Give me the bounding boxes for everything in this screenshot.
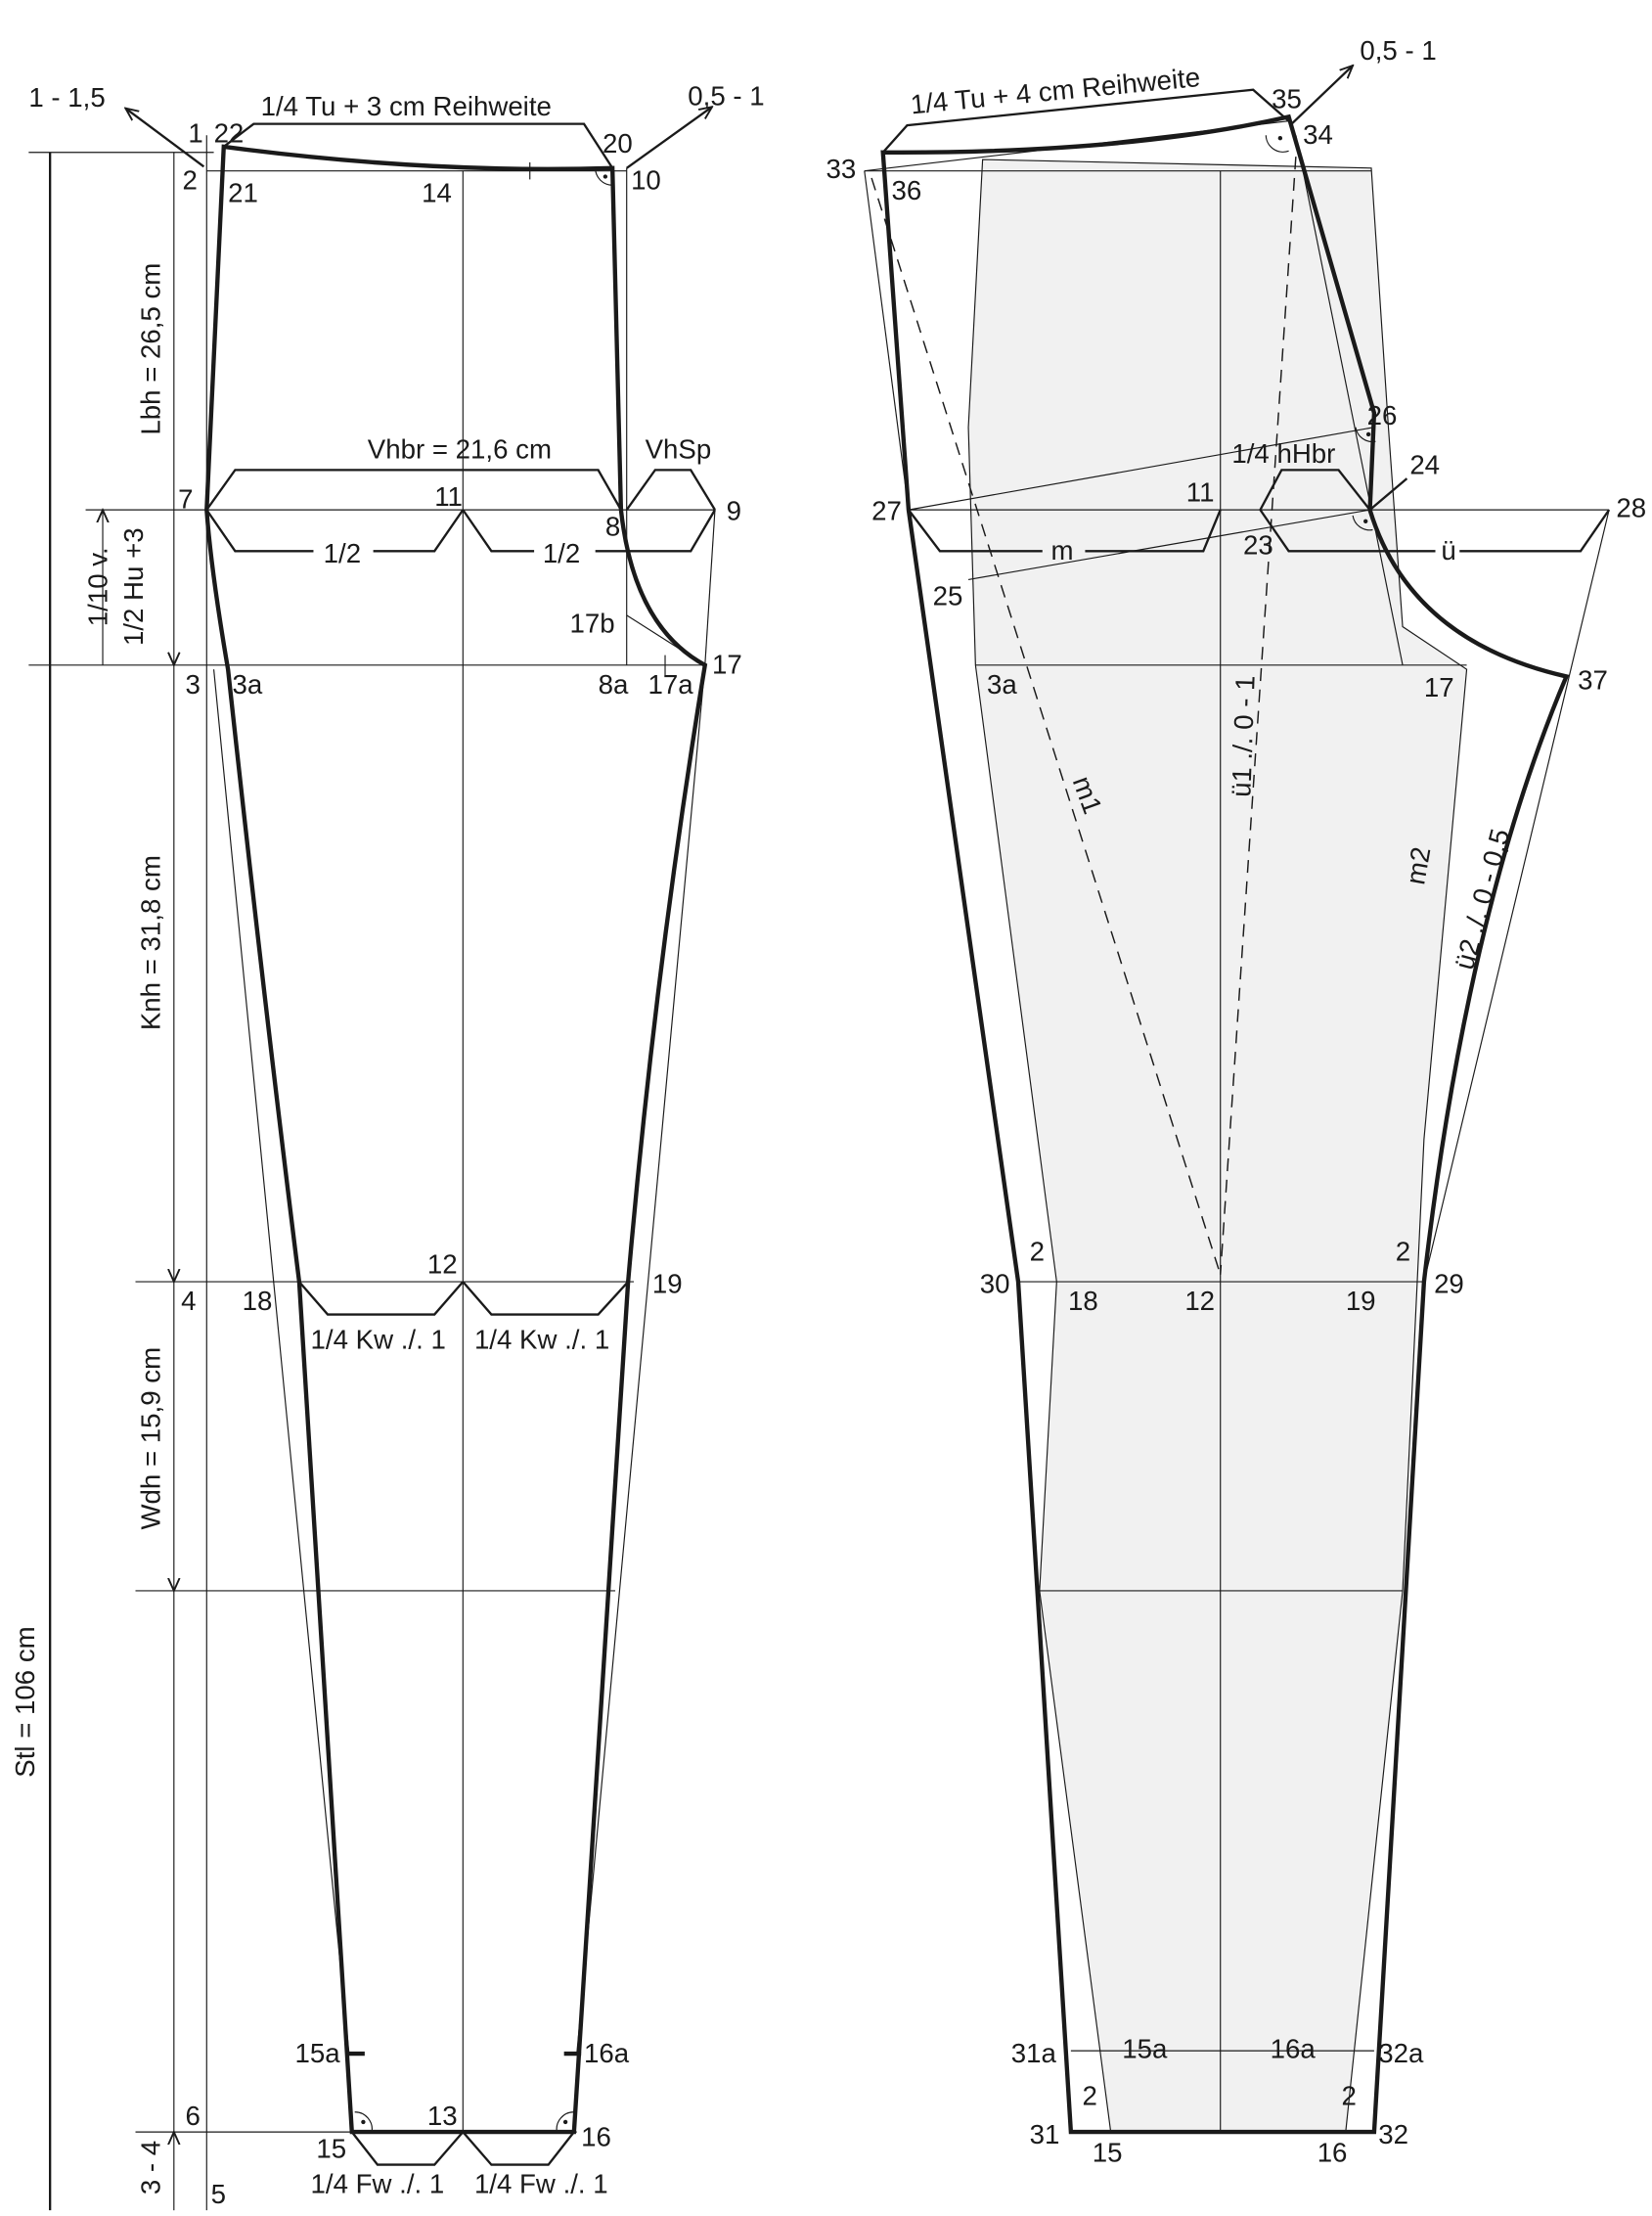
m2-label: m2 bbox=[1400, 844, 1436, 886]
point-29: 29 bbox=[1434, 1269, 1464, 1299]
lbh-label: Lbh = 26,5 cm bbox=[135, 263, 165, 435]
label-2: 2 bbox=[1083, 2080, 1097, 2110]
point-24: 24 bbox=[1409, 450, 1440, 480]
point-17: 17 bbox=[712, 650, 742, 680]
front-outline bbox=[204, 144, 708, 2135]
point-32a: 32a bbox=[1378, 2038, 1424, 2068]
point-36: 36 bbox=[891, 175, 921, 205]
front-piece-underlay bbox=[967, 158, 1468, 2133]
point-33: 33 bbox=[826, 154, 857, 184]
u1-label: ü1 ./. 0 - 1 bbox=[1226, 675, 1260, 797]
point-5: 5 bbox=[211, 2179, 226, 2209]
back-dimension-brackets bbox=[881, 66, 1611, 553]
point-31: 31 bbox=[1030, 2119, 1060, 2149]
point-17a: 17a bbox=[648, 669, 694, 700]
knh-label: Knh = 31,8 cm bbox=[135, 855, 165, 1030]
point-15: 15 bbox=[1093, 2138, 1123, 2168]
point-16: 16 bbox=[581, 2122, 611, 2152]
u2-label: ü2 ./. 0 - 0,5 bbox=[1449, 826, 1515, 973]
label-0-5-1: 0,5 - 1 bbox=[688, 81, 764, 112]
vhsp-label: VhSp bbox=[646, 434, 712, 465]
point-28: 28 bbox=[1616, 492, 1646, 522]
label-2: 2 bbox=[1030, 1236, 1045, 1266]
knee-width-label: 1/4 Kw ./. 1 bbox=[311, 1325, 446, 1355]
front-piece: 1 - 1,5 1 22 1/4 Tu + 3 cm Reihweite 20 … bbox=[10, 81, 765, 2211]
hem-width-label: 1/4 Fw ./. 1 bbox=[474, 2169, 608, 2199]
point-18: 18 bbox=[243, 1286, 273, 1316]
point-12: 12 bbox=[1184, 1286, 1215, 1316]
point-19: 19 bbox=[1346, 1286, 1376, 1316]
point-20: 20 bbox=[603, 128, 633, 158]
label-0-5-1: 0,5 - 1 bbox=[1360, 35, 1436, 66]
point-8: 8 bbox=[605, 511, 620, 541]
point-27: 27 bbox=[871, 495, 902, 525]
point-11: 11 bbox=[434, 481, 463, 512]
u-label: ü bbox=[1441, 535, 1455, 565]
wdh-label: Wdh = 15,9 cm bbox=[135, 1347, 165, 1530]
point-3: 3 bbox=[185, 669, 200, 700]
vhbr-label: Vhbr = 21,6 cm bbox=[368, 434, 552, 465]
point-6: 6 bbox=[185, 2101, 200, 2131]
waist-width-label: 1/4 Tu + 3 cm Reihweite bbox=[261, 91, 552, 121]
point-15: 15 bbox=[316, 2133, 346, 2163]
point-17: 17 bbox=[1424, 672, 1454, 702]
point-16a: 16a bbox=[584, 2038, 630, 2068]
point-10: 10 bbox=[631, 165, 661, 196]
point-34: 34 bbox=[1303, 119, 1333, 150]
point-7: 7 bbox=[178, 484, 193, 515]
point-30: 30 bbox=[980, 1269, 1010, 1299]
m-label: m bbox=[1050, 535, 1073, 565]
point-8a: 8a bbox=[599, 669, 629, 700]
point-16: 16 bbox=[1317, 2138, 1348, 2168]
point-17b: 17b bbox=[569, 608, 614, 638]
point-12: 12 bbox=[427, 1248, 458, 1279]
point-14: 14 bbox=[422, 178, 452, 208]
hem-width-label: 1/4 Fw ./. 1 bbox=[311, 2169, 445, 2199]
point-3a: 3a bbox=[987, 669, 1017, 700]
label-1-1-5: 1 - 1,5 bbox=[28, 82, 105, 113]
point-4: 4 bbox=[181, 1286, 196, 1316]
half-hu-label: 1/2 Hu +3 bbox=[118, 527, 149, 646]
label-2: 2 bbox=[1396, 1236, 1410, 1266]
half-label: 1/2 bbox=[324, 538, 361, 568]
point-25: 25 bbox=[933, 581, 963, 611]
one-tenth-label: 1/10 v. bbox=[82, 547, 112, 626]
point-1: 1 bbox=[188, 118, 202, 149]
point-35: 35 bbox=[1272, 84, 1302, 114]
point-21: 21 bbox=[228, 178, 258, 208]
point-15a: 15a bbox=[295, 2038, 341, 2068]
point-37: 37 bbox=[1578, 665, 1608, 696]
point-13: 13 bbox=[427, 2101, 458, 2131]
point-32: 32 bbox=[1378, 2119, 1408, 2149]
point-31a: 31a bbox=[1011, 2038, 1057, 2068]
back-outline bbox=[880, 113, 1570, 2135]
front-labels: 1 - 1,5 1 22 1/4 Tu + 3 cm Reihweite 20 … bbox=[10, 81, 765, 2209]
front-dimension-brackets bbox=[125, 107, 716, 2166]
point-11: 11 bbox=[1186, 476, 1215, 507]
point-26: 26 bbox=[1367, 400, 1398, 430]
stl-label: Stl = 106 cm bbox=[10, 1626, 40, 1777]
point-9: 9 bbox=[727, 495, 741, 525]
back-piece: 0,5 - 1 1/4 Tu + 4 cm Reihweite 35 34 33… bbox=[826, 35, 1647, 2168]
half-label: 1/2 bbox=[543, 538, 580, 568]
point-16a: 16a bbox=[1271, 2033, 1317, 2063]
point-22: 22 bbox=[214, 118, 245, 149]
label-2: 2 bbox=[1341, 2080, 1356, 2110]
hhbr-label: 1/4 hHbr bbox=[1231, 438, 1335, 469]
label-3-4: 3 - 4 bbox=[135, 2141, 165, 2194]
point-19: 19 bbox=[652, 1269, 683, 1299]
knee-width-label: 1/4 Kw ./. 1 bbox=[474, 1325, 609, 1355]
point-18: 18 bbox=[1068, 1286, 1098, 1316]
point-15a: 15a bbox=[1122, 2033, 1168, 2063]
point-3a: 3a bbox=[232, 669, 262, 700]
point-2: 2 bbox=[183, 165, 198, 196]
point-23: 23 bbox=[1243, 529, 1273, 560]
